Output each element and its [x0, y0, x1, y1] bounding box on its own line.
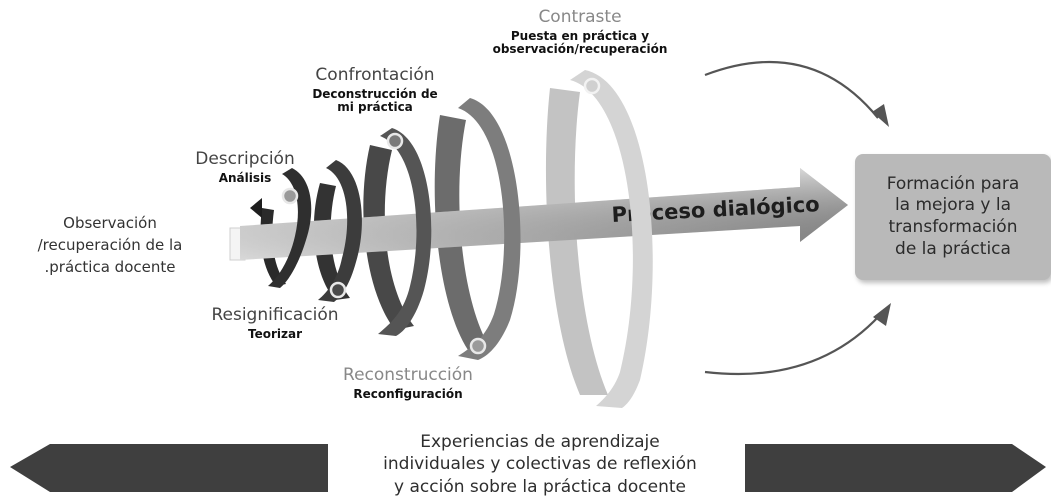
bottom-arrow-right	[745, 444, 1046, 492]
stage-label-resignificacion: Resignificación Teorizar	[180, 305, 370, 341]
bottom-caption: Experiencias de aprendizaje individuales…	[383, 432, 697, 497]
stage-subtitle-reconstruccion: Reconfiguración	[353, 386, 463, 401]
curved-arrow-top	[704, 60, 889, 127]
observacion-line-2: /recuperación de la	[37, 235, 183, 254]
observacion-line-3: .práctica docente	[44, 257, 176, 276]
spiral-band-4	[458, 98, 521, 360]
bottom-arrow-left	[10, 444, 328, 492]
stage-title-resignificacion: Resignificación	[211, 305, 339, 325]
spiral-band-5	[570, 70, 653, 408]
marker-reconstruccion	[469, 337, 487, 355]
stage-title-contraste: Contraste	[538, 7, 622, 27]
curved-arrow-bottom	[704, 303, 891, 376]
goal-box: Formación para la mejora y la transforma…	[855, 154, 1051, 280]
spiral-band-3	[378, 128, 432, 336]
stage-label-reconstruccion: Reconstrucción Reconfiguración	[318, 365, 498, 401]
stage-subtitle-descripcion: Análisis	[218, 170, 272, 185]
marker-confrontacion	[386, 132, 404, 150]
stage-label-contraste: Contraste Puesta en práctica y observaci…	[450, 7, 710, 57]
stage-markers	[281, 77, 601, 355]
spiral-band-2	[318, 160, 362, 302]
marker-contraste	[583, 77, 601, 95]
stage-title-descripcion: Descripción	[195, 149, 295, 169]
stage-label-confrontacion: Confrontación Deconstrucción de mi práct…	[280, 65, 470, 115]
stage-title-reconstruccion: Reconstrucción	[343, 365, 473, 385]
observacion-line-1: Observación	[63, 214, 157, 232]
observacion-label: Observación /recuperación de la .práctic…	[20, 213, 200, 278]
spiral-band-1	[268, 168, 312, 288]
stage-subtitle-confrontacion-1: Deconstrucción de	[312, 86, 438, 101]
stage-title-confrontacion: Confrontación	[315, 65, 435, 85]
marker-resignificacion	[329, 281, 347, 299]
marker-descripcion	[281, 187, 299, 205]
stage-subtitle-resignificacion: Teorizar	[247, 326, 302, 341]
stage-subtitle-contraste-1: Puesta en práctica y	[510, 28, 650, 43]
stage-label-descripcion: Descripción Análisis	[180, 149, 310, 185]
stage-subtitle-confrontacion-2: mi práctica	[337, 100, 413, 115]
stage-subtitle-contraste-2: observación/recuperación	[492, 42, 668, 57]
goal-text: Formación para la mejora y la transforma…	[886, 173, 1020, 259]
